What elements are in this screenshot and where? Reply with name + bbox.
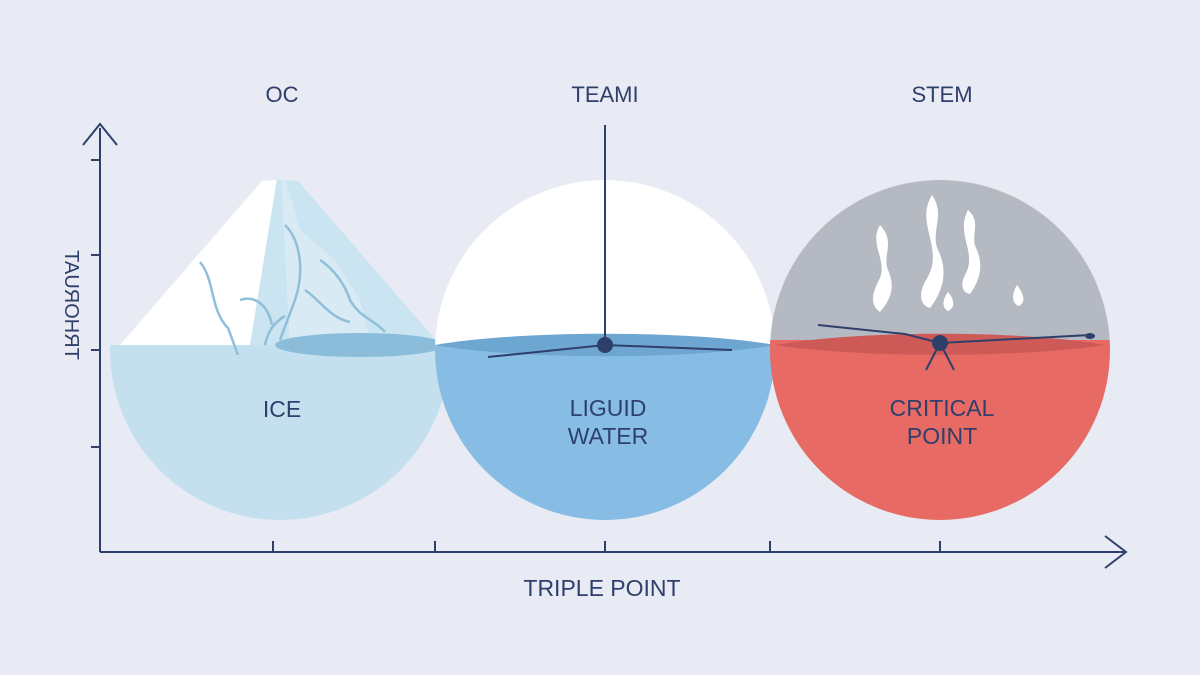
liquid-label-line2: WATER xyxy=(568,423,649,449)
steam-wisps-icon xyxy=(873,195,1024,312)
y-axis-label: TRHORUAT xyxy=(60,250,82,360)
critical-point-marker xyxy=(932,335,948,351)
critical-phase-circle xyxy=(770,180,1110,520)
ice-label: ICE xyxy=(263,396,301,422)
header-label-center: TEAMI xyxy=(571,82,638,107)
liquid-label-line1: LIGUID xyxy=(570,395,647,421)
ice-lower-half xyxy=(110,345,450,520)
critical-label-line1: CRITICAL xyxy=(890,395,995,421)
header-label-left: OC xyxy=(266,82,299,107)
critical-label-line2: POINT xyxy=(907,423,977,449)
y-axis xyxy=(82,122,118,552)
header-label-right: STEM xyxy=(911,82,972,107)
ice-phase-circle xyxy=(110,180,450,520)
ice-melt-lens xyxy=(275,333,445,357)
triple-point-marker xyxy=(597,337,613,353)
x-axis-label: TRIPLE POINT xyxy=(523,575,680,601)
x-axis xyxy=(100,535,1128,569)
